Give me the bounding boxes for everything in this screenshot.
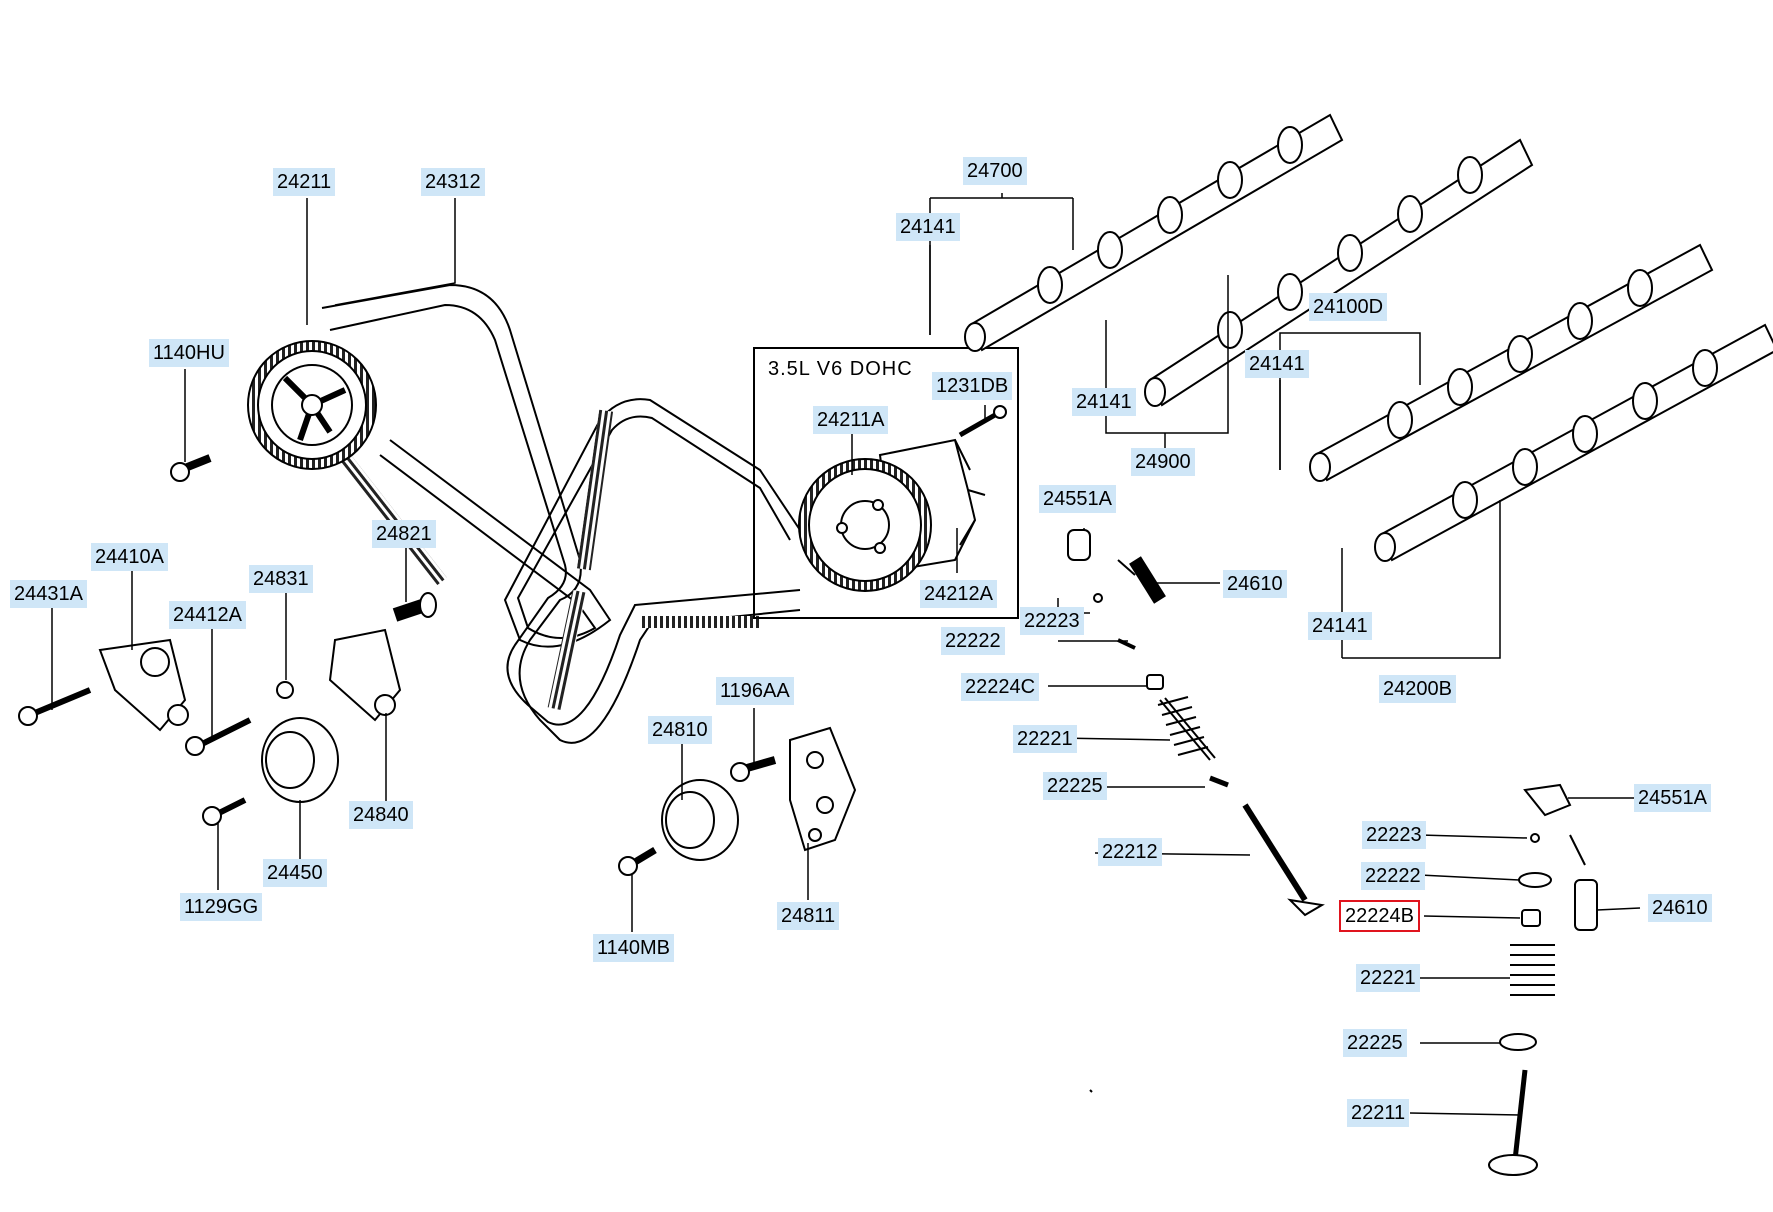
timing-belt [321,283,801,744]
cam-sprocket [247,340,377,470]
part-label-22225-b[interactable]: 22225 [1343,1029,1407,1057]
part-label-24810[interactable]: 24810 [648,716,712,744]
part-label-24200B[interactable]: 24200B [1379,675,1456,703]
valve-train [1067,529,1598,1176]
part-label-1231DB[interactable]: 1231DB [932,372,1013,400]
part-label-24211[interactable]: 24211 [273,168,336,196]
tensioner-group [18,454,437,826]
inset-box [753,347,1019,619]
part-label-1140HU[interactable]: 1140HU [149,339,229,367]
part-label-1140MB[interactable]: 1140MB [593,934,675,962]
part-label-24551A-a[interactable]: 24551A [1039,485,1116,513]
inset-title: 3.5L V6 DOHC [768,358,913,380]
part-label-24100D[interactable]: 24100D [1309,293,1388,321]
part-label-22224B[interactable]: 22224B [1339,900,1420,932]
part-label-22212[interactable]: 22212 [1098,838,1162,866]
belt-teeth-right [576,409,614,571]
part-label-24141-a[interactable]: 24141 [896,213,960,241]
part-label-24141-b[interactable]: 24141 [1072,388,1136,416]
part-label-22224C[interactable]: 22224C [961,673,1040,701]
part-label-22223-b[interactable]: 22223 [1362,821,1426,849]
belt-teeth-bottom [640,616,760,628]
part-label-22221-a[interactable]: 22221 [1013,725,1077,753]
part-label-22222-b[interactable]: 22222 [1361,862,1425,890]
part-label-24410A[interactable]: 24410A [91,543,168,571]
part-label-24900[interactable]: 24900 [1131,448,1195,476]
part-label-24211A[interactable]: 24211A [813,406,889,434]
part-label-22225-a[interactable]: 22225 [1043,772,1107,800]
part-label-24610-a[interactable]: 24610 [1223,570,1287,598]
part-label-1196AA[interactable]: 1196AA [716,677,794,705]
part-label-24821[interactable]: 24821 [372,520,436,548]
part-label-24840[interactable]: 24840 [349,801,413,829]
part-label-24610-b[interactable]: 24610 [1648,894,1712,922]
part-label-24431A[interactable]: 24431A [10,580,87,608]
inset-sprocket [798,405,1007,592]
part-label-22211[interactable]: 22211 [1347,1099,1410,1127]
part-label-24412A[interactable]: 24412A [169,601,246,629]
part-label-22223-a[interactable]: 22223 [1020,607,1084,635]
part-label-24551A-b[interactable]: 24551A [1634,784,1711,812]
part-label-24831[interactable]: 24831 [249,565,313,593]
part-label-24700[interactable]: 24700 [963,157,1027,185]
part-label-24141-c[interactable]: 24141 [1245,350,1309,378]
belt-teeth-left [331,443,447,587]
cam-lobes [1037,126,1718,519]
part-label-22222-a[interactable]: 22222 [941,627,1005,655]
leader-lines [51,193,1641,1116]
belt-teeth-lower [547,589,587,711]
part-label-24450[interactable]: 24450 [263,859,327,887]
part-label-24811[interactable]: 24811 [777,902,840,930]
part-label-24212A[interactable]: 24212A [920,580,997,608]
part-label-24312[interactable]: 24312 [421,168,485,196]
part-label-1129GG[interactable]: 1129GG [180,893,263,921]
part-label-24141-d[interactable]: 24141 [1308,612,1372,640]
idler-group [618,726,857,876]
part-label-22221-b[interactable]: 22221 [1356,964,1420,992]
